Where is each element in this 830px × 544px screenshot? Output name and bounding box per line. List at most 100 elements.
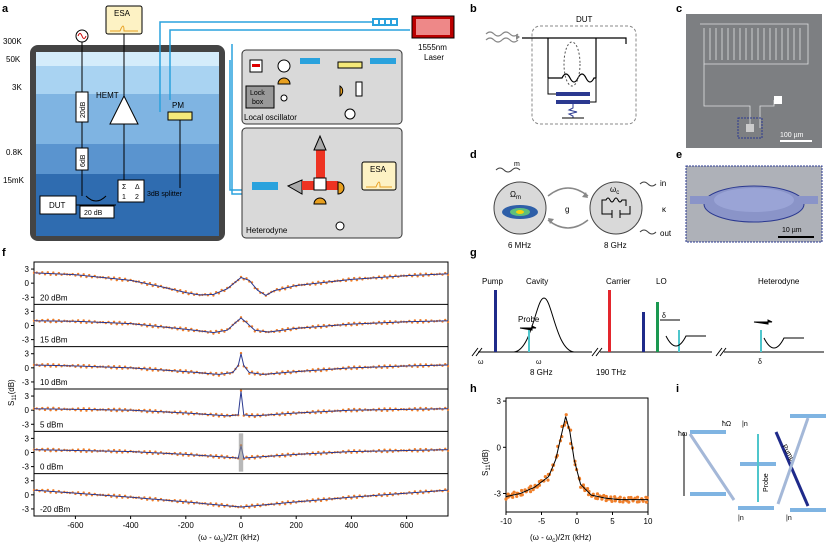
scale-bar-e: 10 µm <box>782 227 802 234</box>
sigma-label: Σ <box>122 184 127 191</box>
g-delta-het: δ <box>758 359 762 366</box>
panel-label-d: d <box>470 149 477 161</box>
stage-50k <box>36 66 219 94</box>
data-point <box>184 369 187 372</box>
panel-e: 10 µm <box>685 165 823 243</box>
data-point <box>416 409 419 412</box>
stage-08k <box>36 144 219 174</box>
data-point <box>386 409 389 413</box>
y-tick-label: 0 <box>25 364 30 373</box>
data-point <box>283 502 287 506</box>
data-point <box>214 371 218 375</box>
data-point <box>319 411 323 415</box>
data-point <box>85 275 88 279</box>
data-point <box>350 497 353 500</box>
y-tick-label: -3 <box>494 490 502 499</box>
data-point <box>600 497 604 501</box>
temp-50k: 50K <box>6 55 21 64</box>
data-point <box>421 365 425 368</box>
data-point <box>148 366 152 370</box>
data-point <box>515 494 519 499</box>
data-point <box>181 371 185 374</box>
data-point <box>250 503 254 507</box>
panel-f-xlabel: (ω - ωc)/2π (kHz) <box>198 533 260 544</box>
data-point <box>388 407 392 410</box>
y-tick-label: -3 <box>22 293 30 302</box>
data-point <box>317 367 320 371</box>
data-point <box>49 408 52 412</box>
data-point <box>386 450 389 454</box>
lock-box <box>245 85 275 109</box>
data-point <box>635 495 640 499</box>
y-tick-label: 3 <box>25 307 30 316</box>
data-point <box>633 496 637 500</box>
data-point <box>319 453 323 456</box>
laser-label-line2: Laser <box>424 53 444 62</box>
panel-label-i: i <box>676 383 679 395</box>
data-point <box>79 321 83 324</box>
data-point <box>286 411 290 414</box>
data-point <box>46 488 49 492</box>
panel-label-f: f <box>2 247 6 259</box>
data-point <box>352 449 356 452</box>
data-point <box>595 492 600 496</box>
data-point <box>46 318 49 321</box>
data-point <box>217 374 221 377</box>
data-point <box>512 490 516 494</box>
fiber-connectors-lo <box>300 58 396 64</box>
data-point <box>32 448 36 451</box>
power-label: 5 dBm <box>40 420 63 429</box>
data-point <box>85 409 88 412</box>
data-point <box>217 415 221 418</box>
data-point <box>350 324 353 327</box>
fit-line <box>33 391 449 417</box>
data-point <box>184 410 187 413</box>
data-point <box>181 454 185 457</box>
data-point <box>609 495 613 499</box>
attenuator-20db <box>75 91 89 123</box>
data-point <box>52 406 55 410</box>
fit-line <box>33 272 449 296</box>
data-point <box>602 493 606 498</box>
attenuator-20db-label: 20dB <box>80 101 87 118</box>
data-point <box>386 494 389 497</box>
i-top-state: |n <box>742 421 748 428</box>
lock-box-line2: box <box>252 99 264 106</box>
data-point <box>151 499 154 502</box>
data-point <box>388 364 392 367</box>
data-point <box>49 450 52 453</box>
data-point <box>82 319 85 322</box>
data-point <box>350 279 353 282</box>
data-point <box>52 489 55 492</box>
data-point <box>317 450 320 454</box>
data-point <box>85 493 88 497</box>
i-bot1: |n <box>738 515 744 522</box>
zoom-region <box>238 433 244 472</box>
data-point <box>148 323 152 326</box>
data-point <box>118 320 121 324</box>
panel-h-xlabel: (ω - ωc)/2π (kHz) <box>530 533 592 544</box>
data-point <box>388 448 392 451</box>
x-tick-label: 0 <box>575 517 580 526</box>
panel-label-b: b <box>470 3 477 15</box>
data-point <box>352 365 356 368</box>
x-tick-label: 5 <box>610 517 615 526</box>
data-point <box>319 369 323 373</box>
i-hw: ħω <box>678 431 688 438</box>
data-point <box>217 504 221 508</box>
dut-label-b: DUT <box>576 15 593 24</box>
data-point <box>82 448 85 451</box>
data-point <box>627 495 631 500</box>
pm-label: PM <box>172 101 184 110</box>
cavity-mode-circle <box>589 181 643 235</box>
temp-3k: 3K <box>12 83 22 92</box>
data-point <box>118 407 121 411</box>
data-point <box>248 457 251 461</box>
data-point <box>212 332 215 335</box>
data-point <box>52 447 55 451</box>
panel-label-h: h <box>470 383 477 395</box>
